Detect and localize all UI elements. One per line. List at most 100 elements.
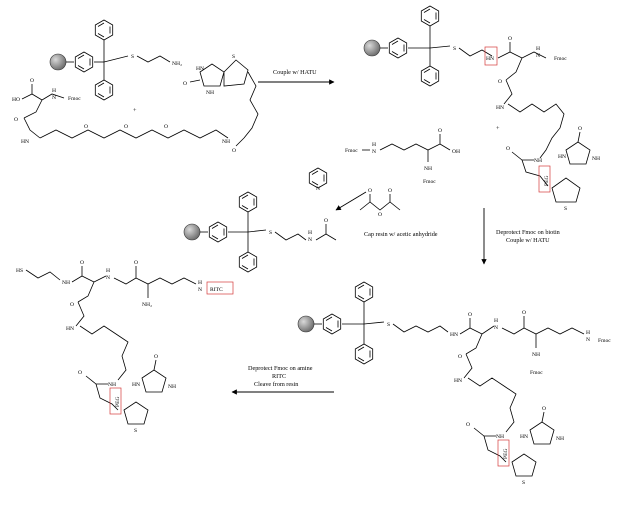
final-o-2: O — [134, 260, 138, 266]
p2-peg-label: PEG — [503, 448, 509, 459]
p2-s: S — [387, 322, 390, 328]
amide-hn: HN — [486, 56, 494, 62]
linker-o: O — [14, 117, 18, 123]
pyridine: N — [308, 167, 328, 192]
capped-s: S — [269, 230, 272, 236]
linker-o-2: O — [498, 79, 502, 85]
final-h2: H — [198, 280, 202, 286]
peg-o-1: O — [84, 124, 88, 130]
resin-bead — [297, 315, 315, 333]
p2-n: N — [494, 325, 498, 331]
step2-condition-line2: Couple w/ HATU — [506, 237, 550, 244]
p2-hn: HN — [450, 332, 458, 338]
pyridine-n: N — [316, 186, 320, 192]
step3-condition-line1: Deprotect Fmoc on amine — [248, 365, 313, 372]
ritc-highlight — [206, 281, 234, 295]
capped-o: O — [324, 218, 328, 224]
p2-biotin-hn: HN — [520, 434, 528, 440]
fmoc-label: Fmoc — [68, 96, 81, 102]
p2-nh-1: NH — [532, 352, 540, 358]
fmoc-label-2: Fmoc — [554, 56, 567, 62]
linker-nh-2: NH — [534, 158, 542, 164]
amide-n: N — [52, 95, 56, 101]
p2-biotin-o: O — [542, 406, 546, 412]
p2-biotin-nh: NH — [556, 436, 564, 442]
final-o-4: O — [78, 370, 82, 376]
step3-condition-line3: Cleave from resin — [254, 381, 298, 388]
p2-nh-2: NH — [496, 434, 504, 440]
final-nh2: NH₂ — [142, 302, 152, 308]
sulfur-label-2: S — [453, 46, 456, 52]
p2-o-1: O — [468, 312, 472, 318]
biotin-amide-o: O — [506, 146, 510, 152]
capped-n: N — [308, 237, 312, 243]
amide-n2: N — [536, 53, 540, 59]
p2-peg-highlight — [497, 439, 510, 467]
final-n2: N — [198, 287, 202, 293]
resin-bead — [49, 53, 67, 71]
coupled-product-1: S HN O H N Fmoc O HN NH O PEG S HN NH O — [363, 5, 600, 212]
amine-label: NH₂ — [172, 61, 182, 67]
peg-highlight — [538, 165, 551, 193]
final-hn: HN — [66, 326, 74, 332]
amide-o: O — [508, 36, 512, 42]
biotin-hn: HN — [196, 66, 204, 72]
step3-condition-line2: RITC — [272, 373, 286, 380]
resin-bead — [183, 223, 201, 241]
coupled-product-2: S HN O H N O H N Fmoc NH Fmoc O HN NH O … — [297, 281, 611, 486]
new-amide-highlight — [484, 46, 498, 66]
plus-sign-2: + — [496, 125, 500, 132]
plus-sign-1: + — [133, 107, 137, 114]
p2-h: H — [494, 318, 498, 324]
final-biotin-o: O — [154, 354, 158, 360]
final-h: H — [106, 268, 110, 274]
p2-h2: H — [586, 330, 590, 336]
p2-o-2: O — [522, 310, 526, 316]
linker-hn-2: HN — [496, 105, 504, 111]
anhydride-o-2: O — [388, 188, 392, 194]
final-s-biotin: S — [134, 428, 137, 434]
fmoc-asp-peg-linker: HO O H N Fmoc O HN O O O NH — [12, 78, 230, 145]
lys-n: N — [372, 149, 376, 155]
lys-oh: OH — [452, 149, 460, 155]
peg-o-3: O — [164, 124, 168, 130]
final-hs: HS — [16, 268, 23, 274]
final-nh-1: NH — [62, 280, 70, 286]
biotin-nh-2: NH — [592, 156, 600, 162]
arrow-cap: Cap resin w/ acetic anhydride — [335, 191, 438, 238]
fmoc-label-4: Fmoc — [423, 179, 436, 185]
biotin-sulfur: S — [232, 54, 235, 60]
biotin-carbonyl-o: O — [183, 81, 187, 87]
peg-label: PEG — [544, 175, 550, 186]
p2-hn-2: HN — [454, 378, 462, 384]
sulfur-label: S — [131, 54, 134, 60]
final-nh-2: NH — [108, 382, 116, 388]
step1-condition: Couple w/ HATU — [273, 69, 317, 76]
acid-ho: HO — [12, 97, 20, 103]
lys-nh: NH — [424, 166, 432, 172]
biotin-o-2: O — [578, 126, 582, 132]
acetic-anhydride: O O O — [359, 188, 401, 218]
p2-n2: N — [586, 337, 590, 343]
biotin-hn-2: HN — [558, 154, 566, 160]
linker-nh: NH — [222, 139, 230, 145]
biotin-reagent: S HN NH O O — [183, 54, 259, 154]
p2-fmoc-2: Fmoc — [530, 370, 543, 376]
lys-o: O — [438, 128, 442, 134]
fmoc-lys-reagent: Fmoc H N O OH NH Fmoc — [345, 128, 460, 185]
final-o-3: O — [70, 302, 74, 308]
capped-h: H — [308, 230, 312, 236]
p2-o-3: O — [458, 354, 462, 360]
step2-condition-line1: Deprotect Fmoc on biotin — [496, 229, 560, 236]
final-biotin-nh: NH — [168, 384, 176, 390]
arrow-step3: Deprotect Fmoc on amine RITC Cleave from… — [231, 365, 334, 395]
biotin-nh: NH — [206, 90, 214, 96]
p2-fmoc-1: Fmoc — [598, 338, 611, 344]
acid-carbonyl-o: O — [30, 78, 34, 84]
acid-o: O — [232, 148, 236, 154]
final-product: HS NH O H N O H N RITC NH₂ O HN NH O PEG… — [16, 260, 234, 434]
biotin-s-2: S — [564, 206, 567, 212]
amide-h: H — [52, 88, 56, 94]
peg-o-2: O — [124, 124, 128, 130]
